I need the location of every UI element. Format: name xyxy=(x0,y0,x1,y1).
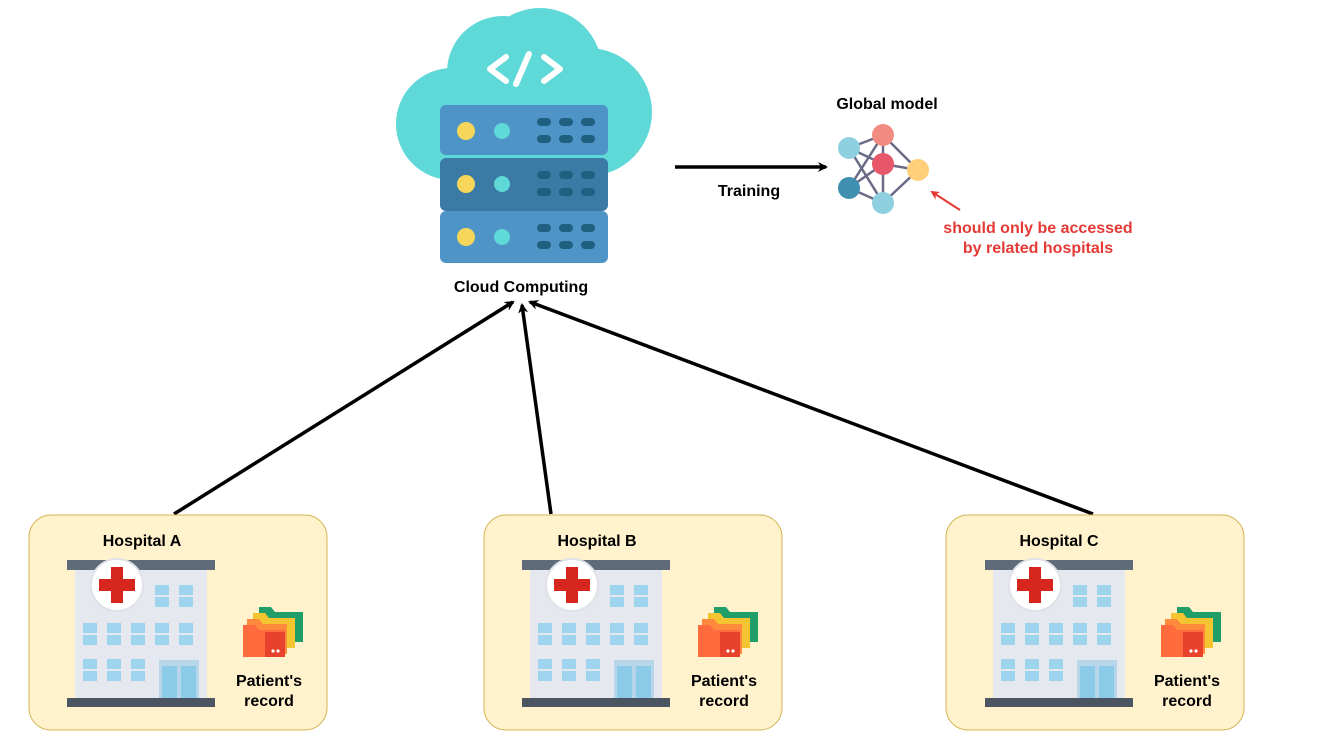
patient-record-label-line2: record xyxy=(244,693,294,710)
access-note-line2: by related hospitals xyxy=(963,240,1113,257)
patient-record-label-line1: Patient's xyxy=(1154,673,1220,690)
hospital-a-panel: Hospital A Patient's record xyxy=(28,514,328,731)
code-icon xyxy=(487,51,563,87)
note-arrow xyxy=(930,190,961,211)
cloud-computing-label: Cloud Computing xyxy=(454,279,588,296)
hospital-b-arrow xyxy=(518,303,553,515)
hospital-c-arrow xyxy=(528,300,1094,516)
hospital-building-icon xyxy=(521,558,671,708)
patient-record-label-line2: record xyxy=(1162,693,1212,710)
patient-record-label-line1: Patient's xyxy=(236,673,302,690)
cloud-server-icon xyxy=(396,8,652,263)
hospital-c-title: Hospital C xyxy=(1019,533,1099,550)
neural-network-icon xyxy=(838,124,929,214)
patient-record-label-line1: Patient's xyxy=(691,673,757,690)
hospital-b-panel: Hospital B Patient's record xyxy=(483,514,783,731)
hospital-a-arrow xyxy=(173,300,515,516)
hospital-building-icon xyxy=(66,558,216,708)
hospital-building-icon xyxy=(984,558,1134,708)
patient-record-label-line2: record xyxy=(699,693,749,710)
training-label: Training xyxy=(718,183,780,200)
hospital-c-panel: Hospital C Patient's record xyxy=(945,514,1245,731)
global-model-title: Global model xyxy=(836,96,937,113)
hospital-b-title: Hospital B xyxy=(557,533,636,550)
access-note-line1: should only be accessed xyxy=(943,220,1132,237)
hospital-a-title: Hospital A xyxy=(103,533,182,550)
